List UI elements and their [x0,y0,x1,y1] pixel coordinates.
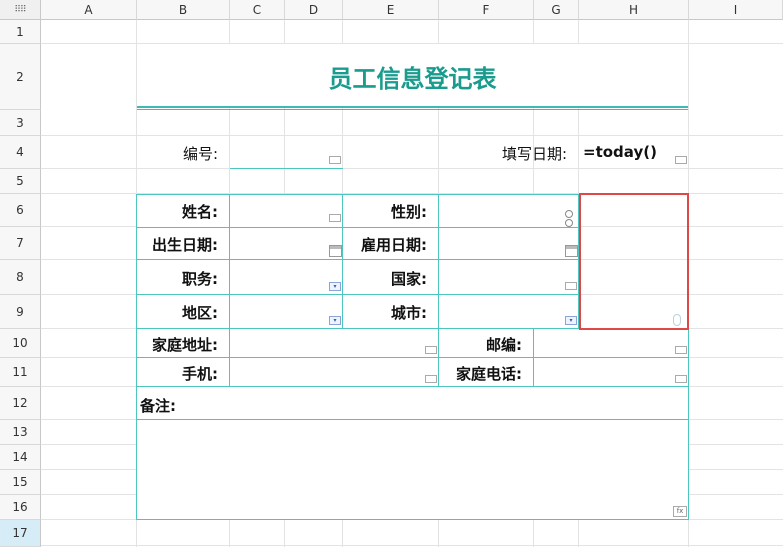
row-header-1[interactable]: 1 [0,20,41,44]
table-border [688,328,689,520]
position-label: 职务: [182,270,218,288]
row-header-7[interactable]: 7 [0,227,41,260]
photo-cell-selection[interactable] [579,193,689,330]
input-box-icon[interactable] [329,156,341,164]
table-border [533,328,534,387]
calendar-icon[interactable] [329,245,342,257]
dropdown-icon[interactable]: ▾ [565,316,577,325]
row-header-4[interactable]: 4 [0,136,41,169]
column-header-e[interactable]: E [343,0,439,20]
address-label: 家庭地址: [152,336,218,354]
grid-line [41,193,783,194]
table-border [136,294,579,295]
input-box-icon[interactable] [565,282,577,290]
row-header-8[interactable]: 8 [0,260,41,295]
row-header-9[interactable]: 9 [0,295,41,329]
row-header-14[interactable]: 14 [0,445,41,470]
input-box-icon[interactable] [675,156,687,164]
table-border [136,357,689,358]
name-label: 姓名: [182,203,218,221]
table-border [136,386,689,387]
grid-line [41,545,783,546]
column-header-h[interactable]: H [579,0,689,20]
city-label: 城市: [391,304,427,322]
formula-icon[interactable]: fx [673,506,687,517]
select-all-corner[interactable]: ⠿⠿ [0,0,41,20]
grid-line [41,43,783,44]
column-header-b[interactable]: B [137,0,230,20]
grid-line [41,168,783,169]
table-border [136,328,689,329]
input-box-icon[interactable] [425,375,437,383]
fill-date-formula[interactable]: =today() [583,143,657,161]
column-header-c[interactable]: C [230,0,285,20]
input-box-icon[interactable] [329,214,341,222]
birth-date-label: 出生日期: [152,236,218,254]
radio-icon[interactable] [565,219,573,227]
row-header-6[interactable]: 6 [0,194,41,227]
form-table-background [137,329,688,519]
dropdown-icon[interactable]: ▾ [329,282,341,291]
number-label: 编号: [182,145,218,163]
row-header-12[interactable]: 12 [0,387,41,420]
row-header-2[interactable]: 2 [0,44,41,110]
column-header-a[interactable]: A [41,0,137,20]
input-box-icon[interactable] [425,346,437,354]
calendar-icon[interactable] [565,245,578,257]
zip-label: 邮编: [486,336,522,354]
title-underline [137,109,688,110]
table-border [136,519,689,520]
column-header-f[interactable]: F [439,0,534,20]
table-border [136,194,137,520]
radio-icon[interactable] [565,210,573,218]
gender-label: 性别: [391,203,427,221]
row-header-15[interactable]: 15 [0,470,41,495]
table-border [136,194,579,195]
remarks-label: 备注: [140,397,176,415]
row-header-17[interactable]: 17 [0,520,41,547]
column-header-d[interactable]: D [285,0,343,20]
table-border [342,194,343,329]
column-header-i[interactable]: I [689,0,783,20]
fill-date-label: 填写日期: [501,145,567,163]
grid-line [41,135,783,136]
table-border [578,194,579,329]
country-label: 国家: [391,270,427,288]
row-header-11[interactable]: 11 [0,358,41,387]
dropdown-icon[interactable]: ▾ [329,316,341,325]
home-phone-label: 家庭电话: [456,365,522,383]
table-border [136,227,579,228]
number-underline [230,168,343,169]
attachment-icon[interactable] [673,314,681,326]
mobile-label: 手机: [182,365,218,383]
table-border [229,194,230,387]
input-box-icon[interactable] [675,375,687,383]
row-header-10[interactable]: 10 [0,329,41,358]
column-header-g[interactable]: G [534,0,579,20]
form-title[interactable]: 员工信息登记表 [137,44,688,108]
table-border [136,419,689,420]
title-underline [137,106,688,108]
row-header-3[interactable]: 3 [0,110,41,136]
hire-date-label: 雇用日期: [361,236,427,254]
row-header-5[interactable]: 5 [0,169,41,194]
row-header-13[interactable]: 13 [0,420,41,445]
table-border [438,194,439,387]
region-label: 地区: [182,304,218,322]
table-border [136,259,579,260]
input-box-icon[interactable] [675,346,687,354]
row-header-16[interactable]: 16 [0,495,41,520]
